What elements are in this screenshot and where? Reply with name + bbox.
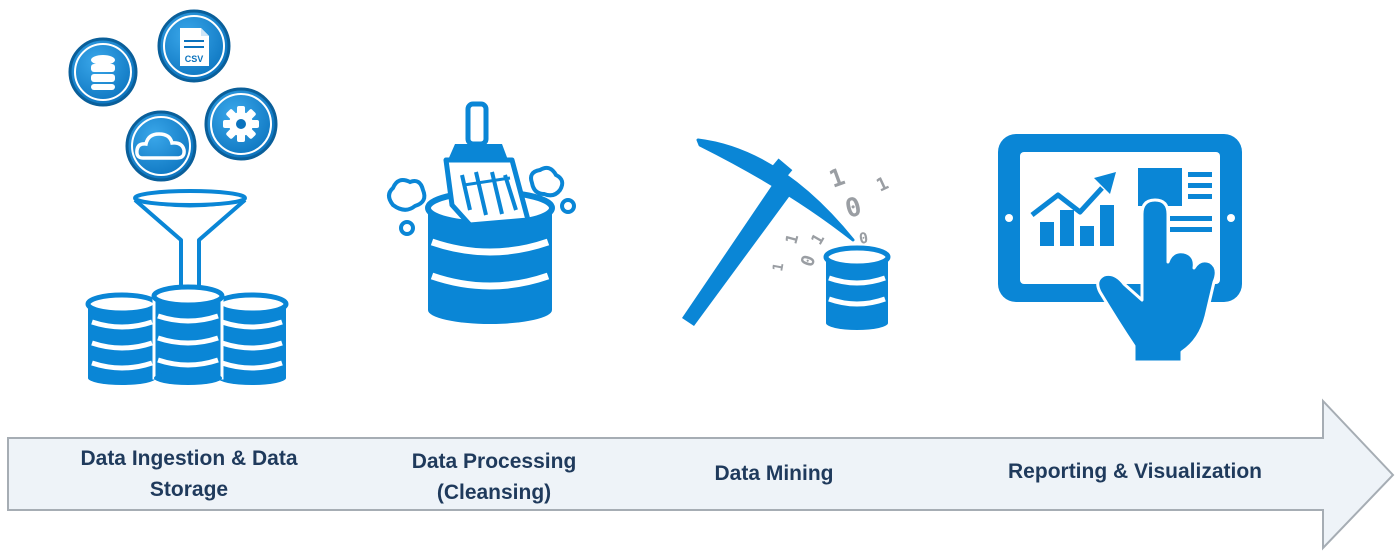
csv-file-bubble-icon: CSV bbox=[157, 9, 231, 83]
stage-label-reporting: Reporting & Visualization bbox=[1008, 460, 1262, 483]
digit: 0 bbox=[842, 192, 865, 225]
digit: 0 bbox=[797, 252, 820, 269]
database-bubble-icon bbox=[68, 37, 138, 107]
digit: 1 bbox=[807, 230, 828, 248]
gear-bubble-icon bbox=[204, 87, 278, 161]
process-arrow bbox=[7, 398, 1395, 551]
stage-label-ingestion: Data Ingestion & Data Storage bbox=[80, 447, 298, 501]
stage-label-mining: Data Mining bbox=[714, 462, 834, 485]
funnel-icon bbox=[133, 189, 247, 292]
pickaxe-database-icon: 1 0 1 0 1 1 0 1 bbox=[682, 138, 892, 330]
brush-database-icon bbox=[387, 101, 576, 324]
stage-label-processing: Data Processing (Cleansing) bbox=[411, 450, 577, 504]
ingestion-storage-icon: CSV bbox=[68, 9, 289, 385]
digit: 1 bbox=[873, 173, 892, 197]
database-stack-icon bbox=[85, 284, 289, 385]
digit: 1 bbox=[825, 162, 848, 193]
digit: 0 bbox=[858, 229, 870, 248]
cloud-bubble-icon bbox=[125, 110, 197, 182]
tablet-chart-touch-icon bbox=[998, 134, 1242, 364]
digit: 1 bbox=[782, 232, 803, 246]
csv-text: CSV bbox=[185, 54, 204, 64]
digit: 1 bbox=[770, 262, 787, 273]
